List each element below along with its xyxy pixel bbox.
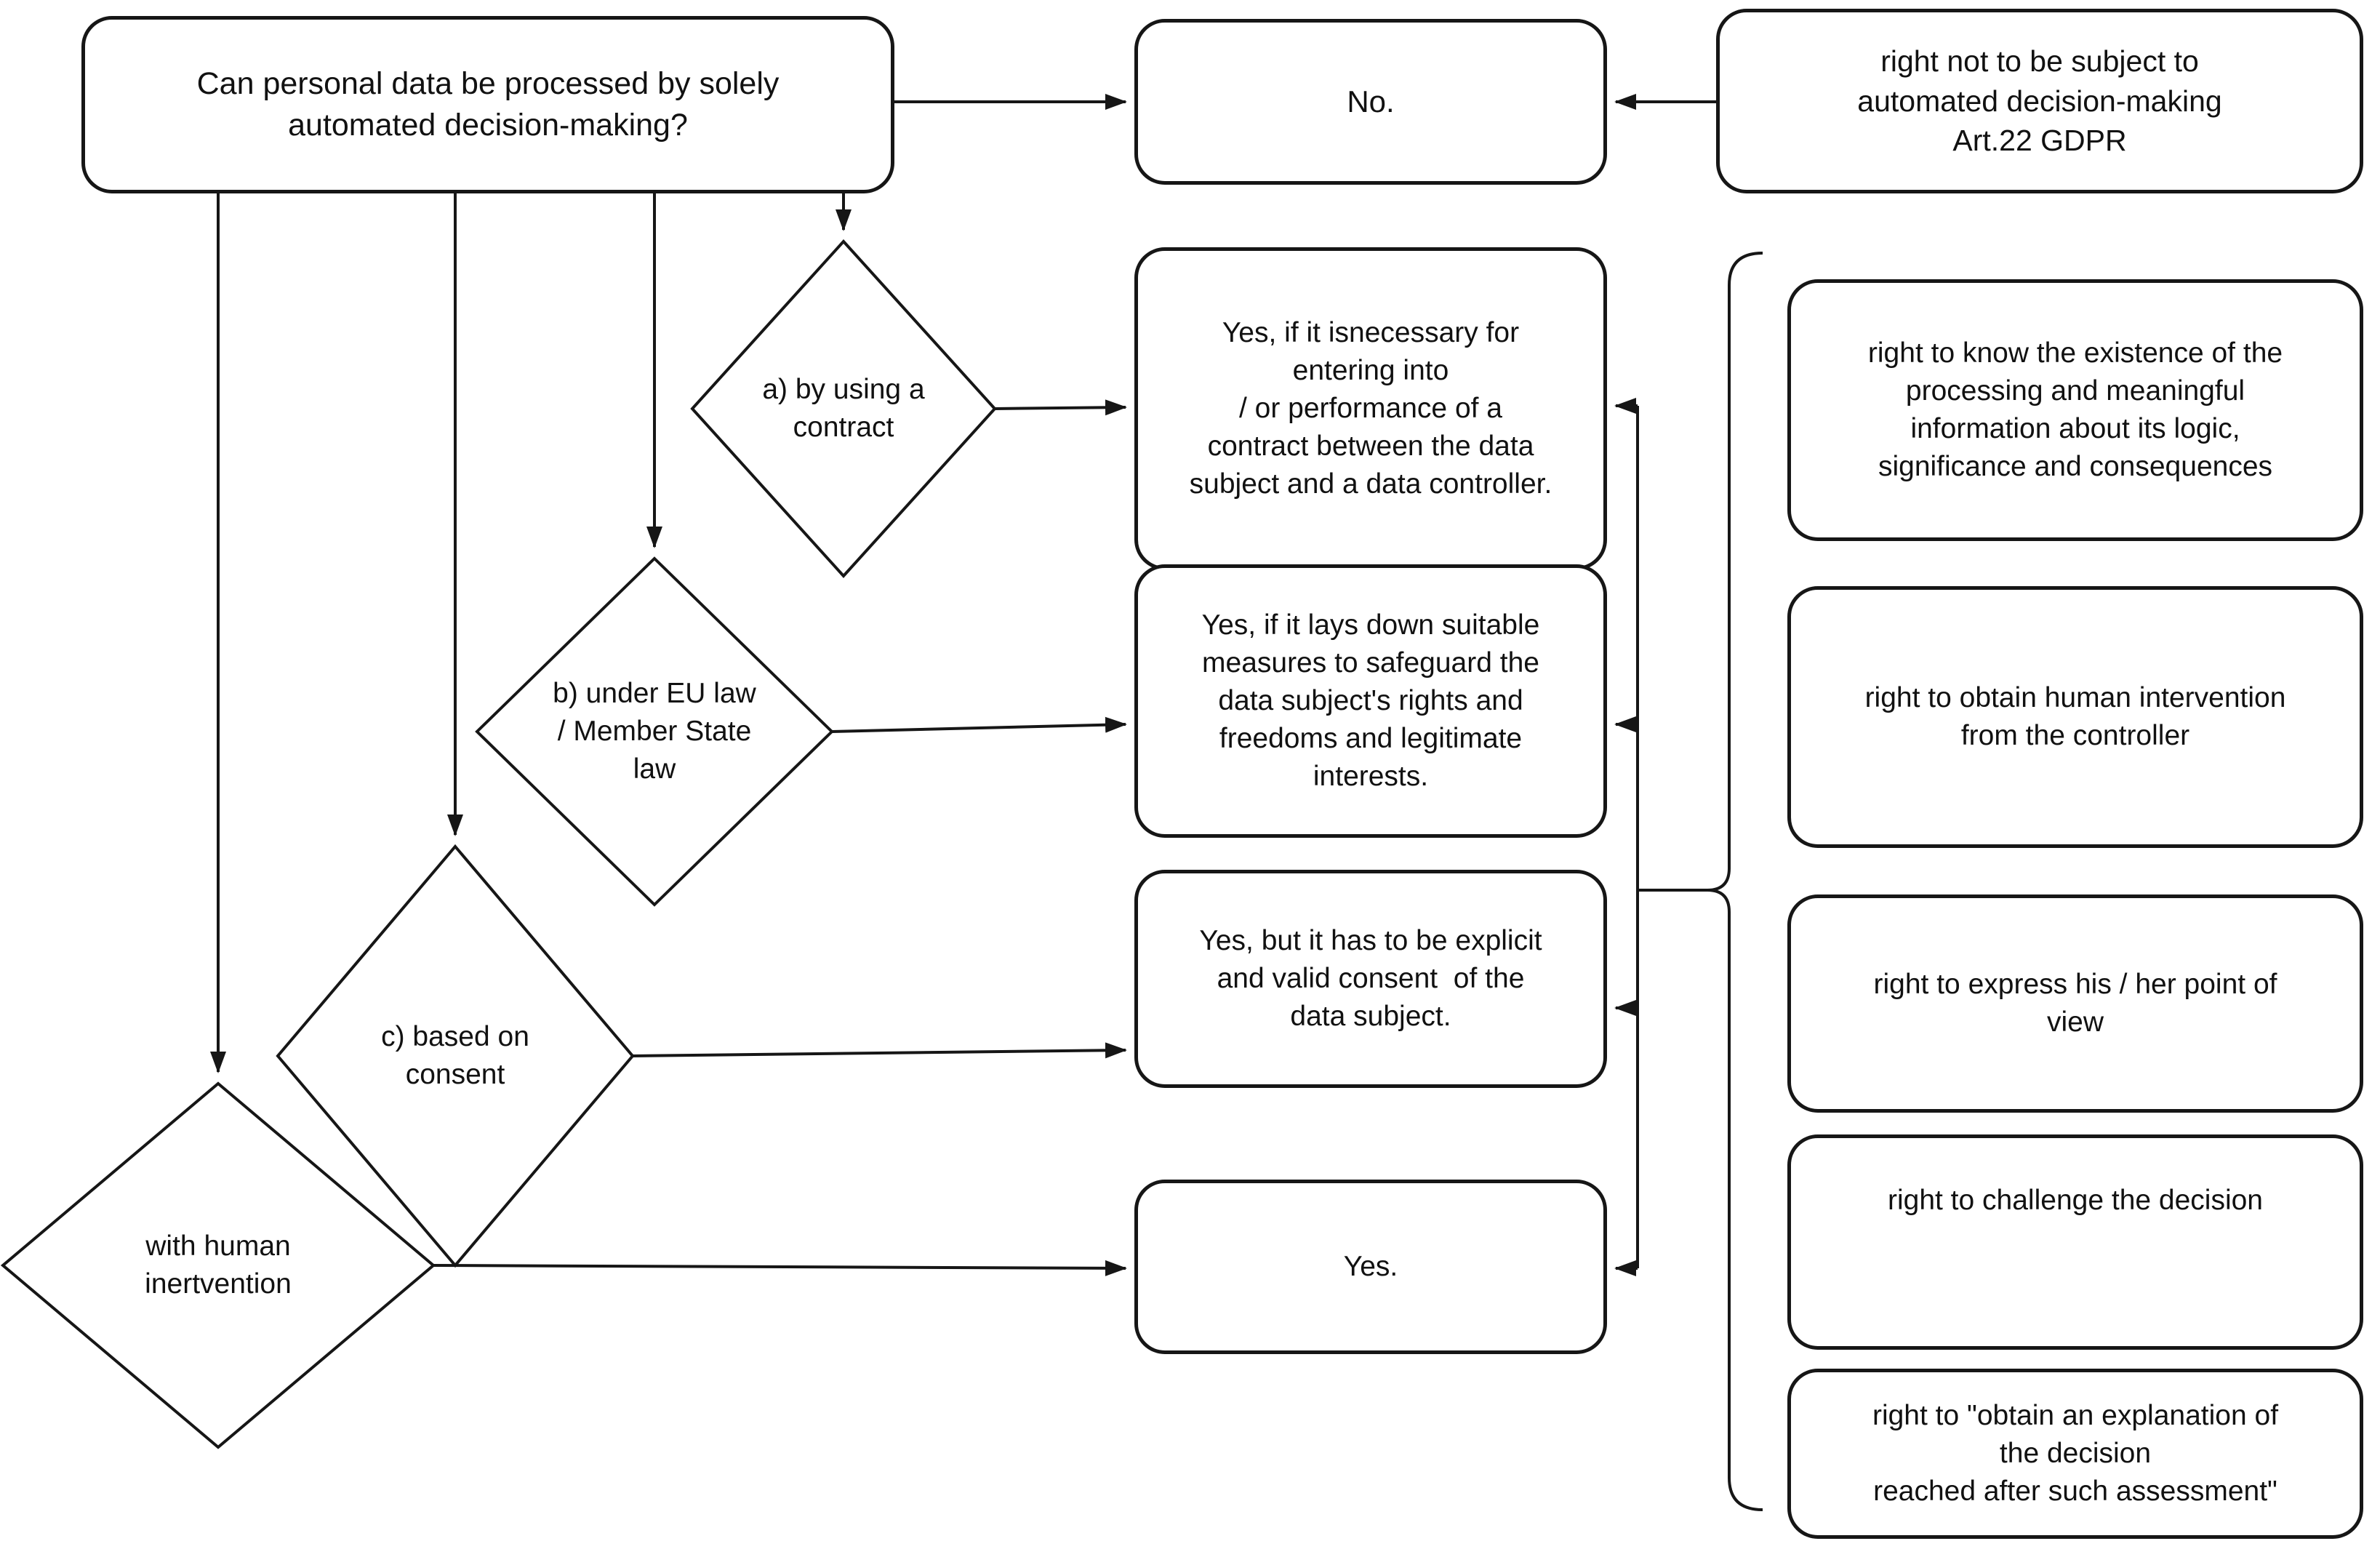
diamond-c-label: c) based on consent	[381, 1021, 529, 1090]
yes-box: Yes.	[1134, 1180, 1607, 1354]
diamond-b-shape	[475, 556, 834, 907]
yes-law-box: Yes, if it lays down suitable measures t…	[1134, 564, 1607, 838]
edge-diamond-a-to-yes-contract	[994, 399, 1127, 416]
right-intervention-box: right to obtain human intervention from …	[1787, 586, 2363, 848]
diamond-a-label: a) by using a contract	[762, 374, 925, 443]
yes-contract-box: Yes, if it isnecessary for entering into…	[1134, 247, 1607, 570]
right-challenge-box: right to challenge the decision	[1787, 1134, 2363, 1350]
art22-box: right not to be subject to automated dec…	[1716, 9, 2363, 193]
edge-diamond-c-to-yes-consent	[632, 1042, 1127, 1059]
rights-group-brace	[1707, 252, 1763, 1511]
yes-consent-box: Yes, but it has to be explicit and valid…	[1134, 870, 1607, 1088]
right-express-box: right to express his / her point of view	[1787, 894, 2363, 1113]
right-explanation-box: right to "obtain an explanation of the d…	[1787, 1369, 2363, 1539]
edge-diamond-b-to-yes-law	[831, 716, 1127, 733]
diamond-a-shape	[690, 239, 997, 578]
diamond-d-label: with human inertvention	[145, 1230, 292, 1300]
diamond-d-shape	[0, 1081, 436, 1449]
right-know-box: right to know the existence of the proce…	[1787, 279, 2363, 541]
no-box: No.	[1134, 19, 1607, 185]
diamond-b-label: b) under EU law / Member State law	[553, 678, 756, 785]
question-box: Can personal data be processed by solely…	[81, 16, 894, 193]
edge-diamond-d-to-yes	[433, 1260, 1127, 1276]
